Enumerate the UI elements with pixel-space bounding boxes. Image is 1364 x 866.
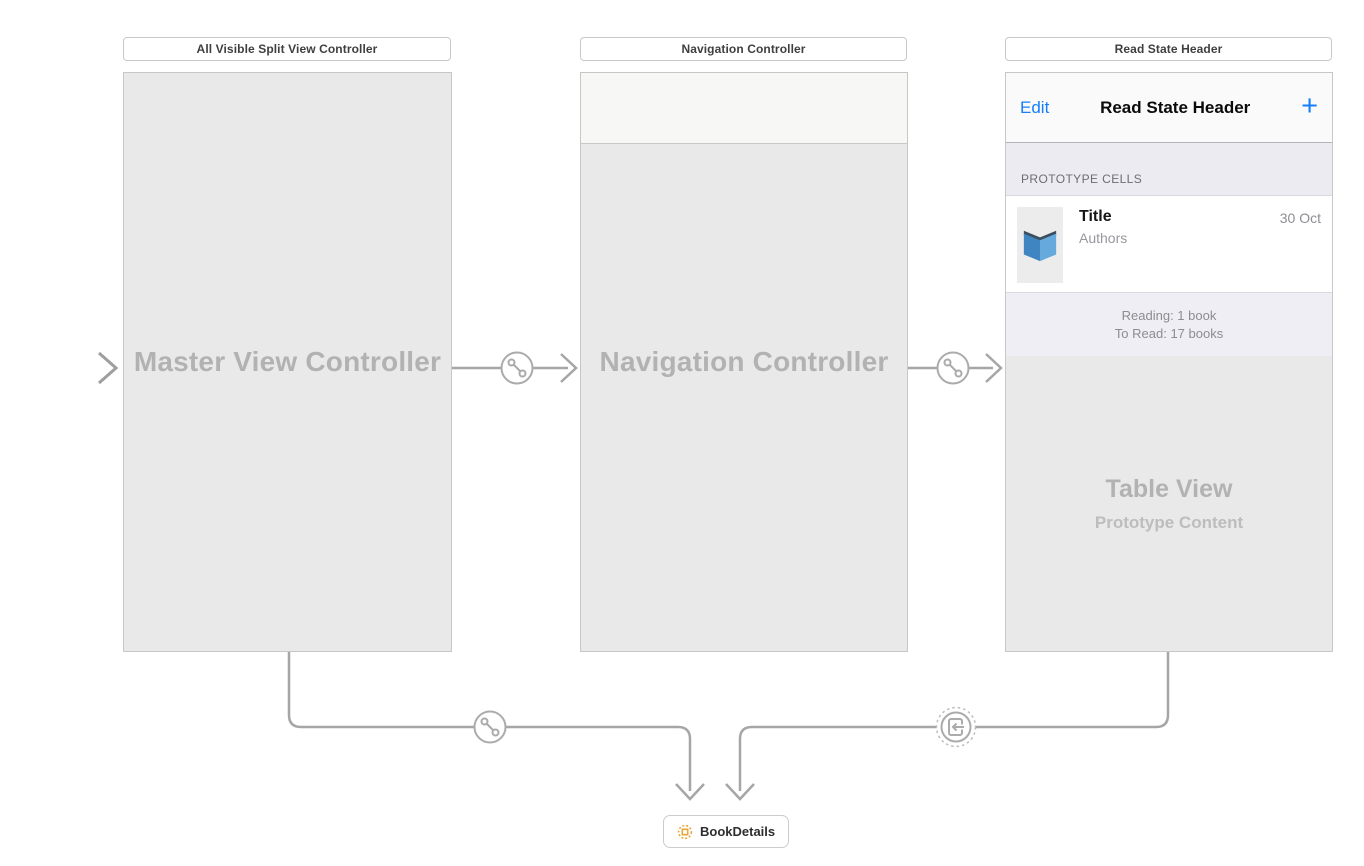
cell-title: Title [1079, 208, 1112, 225]
scene-header-navigation-controller[interactable]: Navigation Controller [580, 37, 907, 61]
navigation-to-readstate-segue[interactable] [908, 351, 1003, 385]
navigation-controller-scene[interactable]: Navigation Controller [580, 72, 908, 652]
scene-placeholder-label: Master View Controller [133, 346, 442, 377]
scene-header-label: All Visible Split View Controller [196, 42, 378, 56]
read-state-summary-footer: Reading: 1 book To Read: 17 books [1006, 293, 1332, 356]
navigation-bar: Edit Read State Header + [1006, 73, 1332, 143]
scene-header-split-view-controller[interactable]: All Visible Split View Controller [123, 37, 451, 61]
storyboard-reference-label: BookDetails [700, 824, 776, 839]
storyboard-reference-pill[interactable]: BookDetails [663, 815, 790, 848]
summary-line-reading: Reading: 1 book [1121, 308, 1217, 323]
master-to-navigation-segue[interactable] [452, 351, 578, 385]
entry-point-arrow [28, 351, 119, 385]
storyboard-reference-icon [677, 824, 693, 839]
book-thumbnail [1017, 207, 1063, 283]
add-button[interactable]: + [1301, 89, 1318, 122]
navigation-bar-placeholder [581, 73, 907, 144]
prototype-cell[interactable]: Title Authors 30 Oct [1006, 196, 1332, 293]
relationship-segue-icon[interactable] [473, 710, 507, 744]
scene-header-read-state-header[interactable]: Read State Header [1005, 37, 1332, 61]
table-view-label: Table View [1105, 474, 1233, 503]
table-view-placeholder[interactable]: Table View Prototype Content [1006, 356, 1332, 651]
section-header-label: PROTOTYPE CELLS [1021, 172, 1143, 186]
cell-subtitle: Authors [1079, 230, 1128, 246]
scene-header-label: Read State Header [1114, 42, 1223, 56]
relationship-segue-icon[interactable] [500, 351, 534, 385]
scene-header-label: Navigation Controller [681, 42, 806, 56]
prototype-cells-section-header: PROTOTYPE CELLS [1006, 143, 1332, 196]
master-to-bookdetails-segue[interactable] [287, 652, 705, 801]
read-state-header-scene[interactable]: Edit Read State Header + PROTOTYPE CELLS… [1005, 72, 1333, 652]
storyboard-reference-segue-icon[interactable] [935, 706, 977, 748]
prototype-content-label: Prototype Content [1094, 512, 1244, 532]
navigation-bar-title: Read State Header [1100, 97, 1251, 117]
master-view-controller-scene[interactable]: Master View Controller [123, 72, 452, 652]
book-icon [1023, 230, 1057, 262]
summary-line-to-read: To Read: 17 books [1114, 326, 1224, 341]
scene-placeholder-label: Navigation Controller [599, 346, 889, 377]
cell-detail-date: 30 Oct [1279, 210, 1321, 226]
edit-button[interactable]: Edit [1020, 97, 1050, 117]
readstate-to-bookdetails-segue[interactable] [725, 652, 1170, 801]
relationship-segue-icon[interactable] [936, 351, 970, 385]
